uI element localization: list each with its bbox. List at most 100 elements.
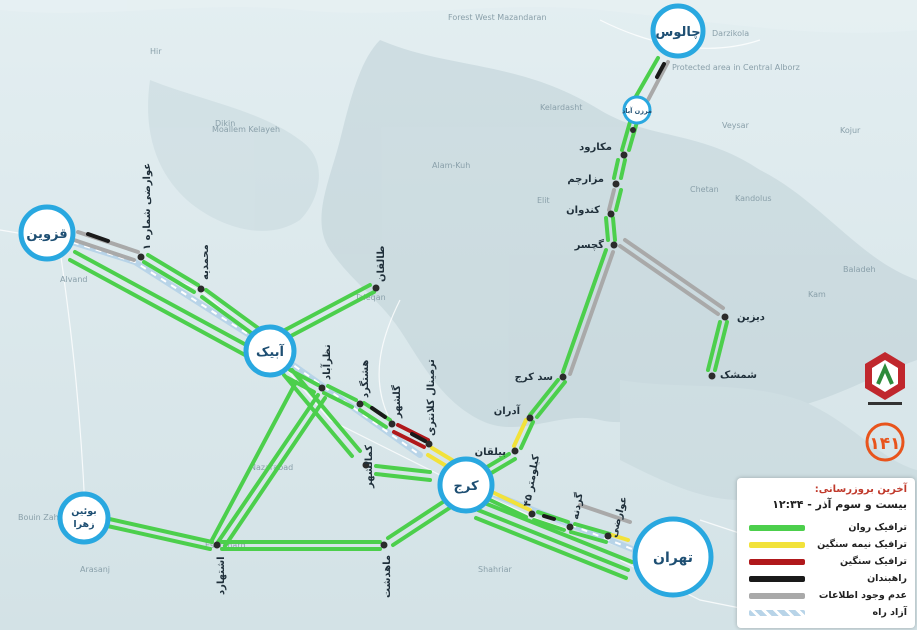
road-abyek-taleqan-b <box>287 290 376 339</box>
road-avarezi-tehran-yellow <box>610 533 630 542</box>
road-gardaneh-avarezi-a <box>573 522 612 536</box>
label-mohammadieh: محمدیه <box>200 244 211 280</box>
road-km45-gardaneh-b <box>532 518 566 532</box>
legend-item-smooth: ترافیک روان <box>743 521 909 537</box>
node-sadkaraj <box>559 373 567 381</box>
last-update-label: آخرین بروزرسانی: <box>814 484 907 495</box>
node-avarezi-1 <box>137 253 145 261</box>
svg-text:Chetan: Chetan <box>690 185 719 194</box>
road-karaj-tehran-c <box>474 516 628 580</box>
svg-text:زهرا: زهرا <box>73 519 94 530</box>
road-mohammadieh-abyek-b <box>200 295 256 337</box>
freeway-dashes <box>49 234 661 561</box>
city-marzanabad: مرزن آباد <box>622 95 652 125</box>
label-golshahr: گلشهر <box>390 385 403 419</box>
road-avarezi-mohammadieh-b <box>142 260 196 294</box>
legend-item-no-data: عدم وجود اطلاعات <box>743 589 909 605</box>
last-update-value: بیست و سوم آذر - ۱۲:۳۴ <box>772 498 907 511</box>
node-taleqan <box>372 284 380 292</box>
road-adran-bilqan-b <box>519 420 535 450</box>
city-buin-zahra: بوئین زهرا <box>57 491 111 545</box>
road-gardaneh-avarezi-b <box>569 530 608 544</box>
legend-swatch-freeway <box>749 610 805 616</box>
road-sadkaraj-adran-b <box>535 380 567 419</box>
svg-text:Protected area in Central Albo: Protected area in Central Alborz <box>672 63 800 72</box>
node-makarood <box>620 151 628 159</box>
svg-text:Alvand: Alvand <box>60 275 87 284</box>
svg-text:تهران: تهران <box>653 550 693 566</box>
svg-text:چالوس: چالوس <box>655 25 700 40</box>
road-golshahr-terminal-c <box>410 432 427 443</box>
road-nazarabad-eshtehard-a <box>216 393 320 544</box>
road-buin-eshtehard-a <box>103 516 214 544</box>
road-mazarcham-kandovan <box>607 188 616 212</box>
svg-text:Forest West Mazandaran: Forest West Mazandaran <box>448 13 547 22</box>
road-gachsar-sadkaraj-green <box>561 248 608 374</box>
label-shemshak: شمشک <box>720 370 757 381</box>
label-dizin: دیزین <box>737 312 765 323</box>
road-makarood-mazarcham-b <box>619 158 627 180</box>
logos: ۱۴۱ <box>860 350 910 470</box>
road-mazarcham-kandovan-b <box>614 188 623 212</box>
road-marzanabad-makarood-a <box>620 120 632 152</box>
city-qazvin: قزوین <box>18 204 76 262</box>
road-avarezi-mohammadieh-a <box>146 253 200 287</box>
road-chalus-marzanabad-green <box>633 56 660 100</box>
legend-swatch-heavy <box>749 559 805 565</box>
label-nazarabad: نظرآباد <box>320 344 333 380</box>
road-mahdasht-karaj-b <box>391 505 453 547</box>
label-mahdasht: ماهدشت <box>382 555 393 598</box>
road-mahdasht-karaj-a <box>386 498 448 540</box>
svg-text:آبیک: آبیک <box>256 343 284 360</box>
svg-text:Taleqan: Taleqan <box>354 293 386 302</box>
road-abyek-eshtehard-a <box>210 380 298 542</box>
road-karaj-tehran-b <box>480 500 634 564</box>
road-karaj-tehran-a <box>476 508 630 572</box>
road-buin-eshtehard-b <box>101 523 212 551</box>
road-mohammadieh-abyek-a <box>204 288 260 330</box>
road-gachsar-sadkaraj-grey <box>568 250 615 376</box>
road-sadkaraj-adran-a <box>528 378 560 417</box>
label-eshtehard: اشتهارد <box>216 556 227 595</box>
svg-text:Kam: Kam <box>808 290 826 299</box>
call-141-logo-icon: ۱۴۱ <box>865 422 905 462</box>
svg-text:Moallem Kelayeh: Moallem Kelayeh <box>212 125 280 134</box>
label-adran: آدران <box>494 404 521 417</box>
label-bilqan: بیلقان <box>475 447 506 458</box>
legend-swatch-no-data <box>749 593 805 599</box>
city-markers: چالوس مرزن آباد قزوین آبیک کرج بوئین زهر… <box>18 3 714 598</box>
road-karaj-km45-yellow <box>490 490 532 512</box>
road-qazvin-abyek-a <box>68 258 247 357</box>
road-kandovan-gachsar-b <box>611 216 617 242</box>
label-sadkaraj: سد کرج <box>515 372 554 383</box>
city-karaj: کرج <box>437 456 495 514</box>
road-nodes <box>137 127 729 549</box>
road-marzanabad-makarood-b <box>627 120 639 152</box>
road-abyek-taleqan-a <box>283 283 372 332</box>
road-gachsar-dizin-b <box>623 238 725 310</box>
road-gachsar-dizin-a <box>618 244 720 316</box>
label-kandovan: کندوان <box>566 205 600 216</box>
road-chalus-marzanabad-black <box>655 62 666 79</box>
node-labels: مکارود مزارچم کندوان گچسر دیزین شمشک سد … <box>142 142 765 598</box>
node-mazarcham <box>612 180 620 188</box>
road-dizin-shemshak <box>706 320 722 372</box>
road-karaj-km45-green <box>486 497 528 519</box>
label-terminal: ترمینال کلانتری <box>426 359 437 436</box>
node-avarezi-tehran <box>604 532 612 540</box>
svg-text:بوئین: بوئین <box>71 506 97 517</box>
node-nazarabad <box>318 384 326 392</box>
svg-text:Veysar: Veysar <box>722 121 750 130</box>
node-terminal <box>425 440 433 448</box>
label-avarezi-1: عوارضی شماره ۱ <box>142 163 153 250</box>
label-gachsar: گچسر <box>574 238 605 251</box>
svg-text:Kelardasht: Kelardasht <box>540 103 582 112</box>
road-hashtgerd-golshahr-black <box>370 406 387 419</box>
svg-text:کرج: کرج <box>453 479 478 494</box>
svg-text:۱۴۱: ۱۴۱ <box>869 434 900 454</box>
road-kandovan-gachsar-a <box>604 216 610 242</box>
city-tehran: تهران <box>632 516 714 598</box>
road-terminal-karaj-b <box>426 453 450 469</box>
svg-text:Arasanj: Arasanj <box>80 565 110 574</box>
